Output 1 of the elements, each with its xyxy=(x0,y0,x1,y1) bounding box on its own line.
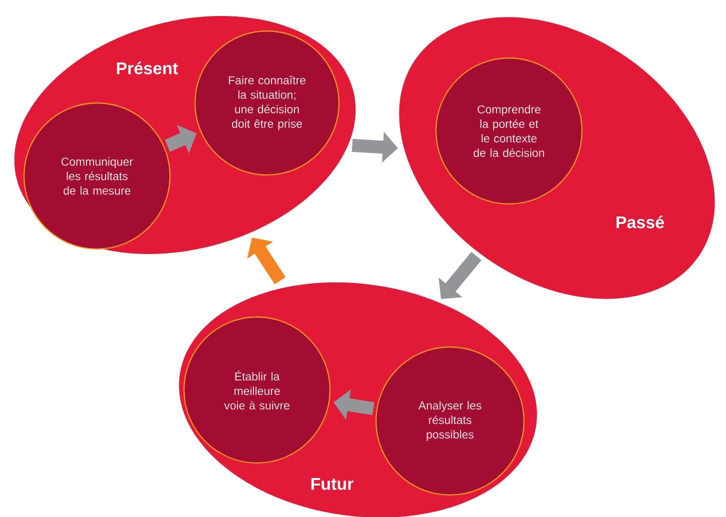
block-arrow xyxy=(247,238,286,284)
